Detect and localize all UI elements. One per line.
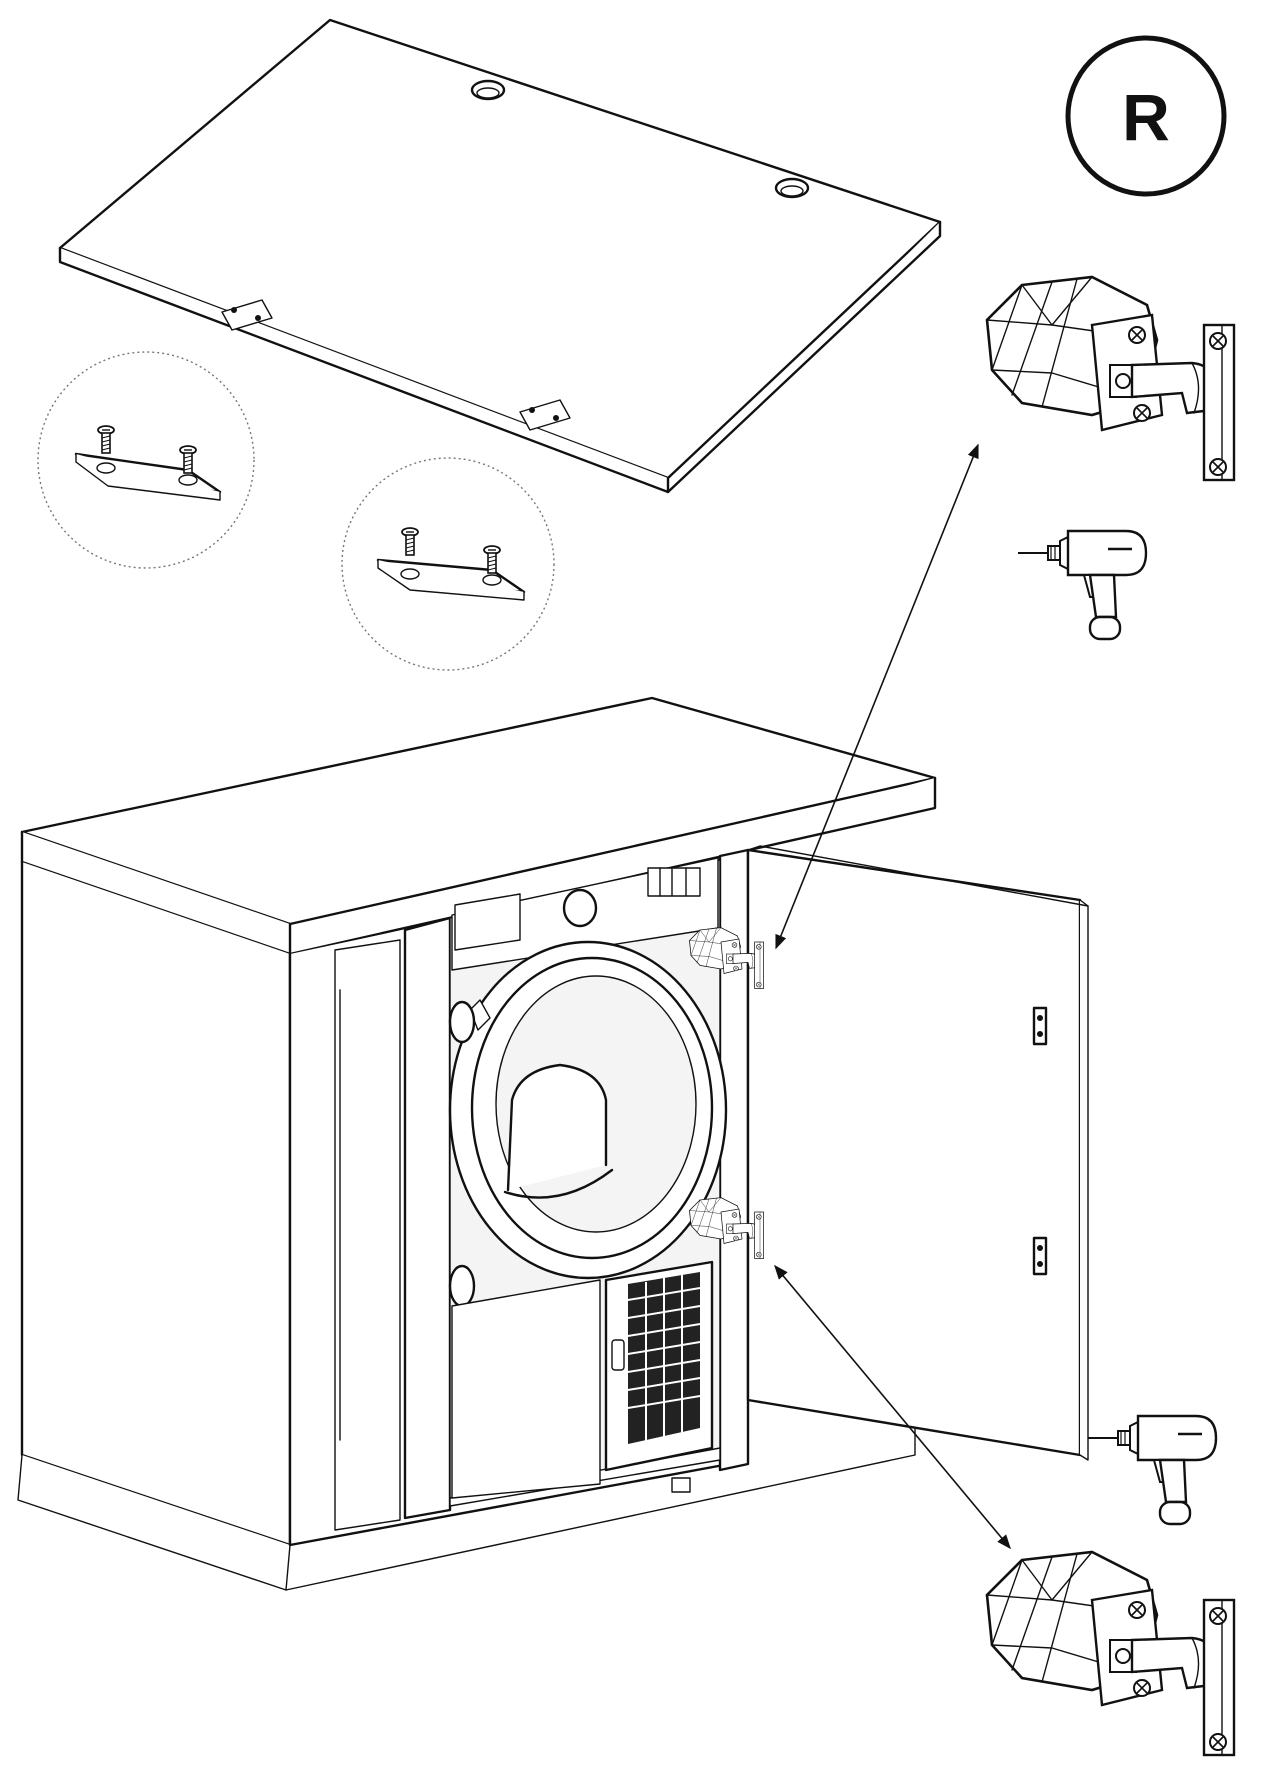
vent-grille	[627, 1272, 701, 1444]
detail-circle-fixing-plate	[37, 351, 255, 569]
callout-arrow	[774, 1264, 1011, 1550]
hinge-icon	[987, 277, 1234, 480]
cabinet-door	[746, 845, 1089, 1461]
worktop-panel	[58, 18, 942, 494]
callout-arrow	[775, 443, 979, 950]
dryer-appliance	[448, 857, 728, 1499]
drill-icon	[1086, 1414, 1218, 1526]
orientation-badge: R	[1065, 35, 1227, 197]
hinge-icon	[987, 1552, 1234, 1755]
fixing-plate	[221, 299, 273, 331]
fixing-plate	[519, 399, 571, 431]
cable-hole	[470, 79, 506, 101]
detail-circle-fixing-plate	[341, 457, 555, 671]
drill-icon	[1016, 529, 1148, 641]
cable-hole	[774, 177, 810, 199]
door-hinge-plate	[1032, 1236, 1048, 1276]
badge-label: R	[1122, 80, 1170, 154]
door-hinge-plate	[1032, 1006, 1048, 1046]
